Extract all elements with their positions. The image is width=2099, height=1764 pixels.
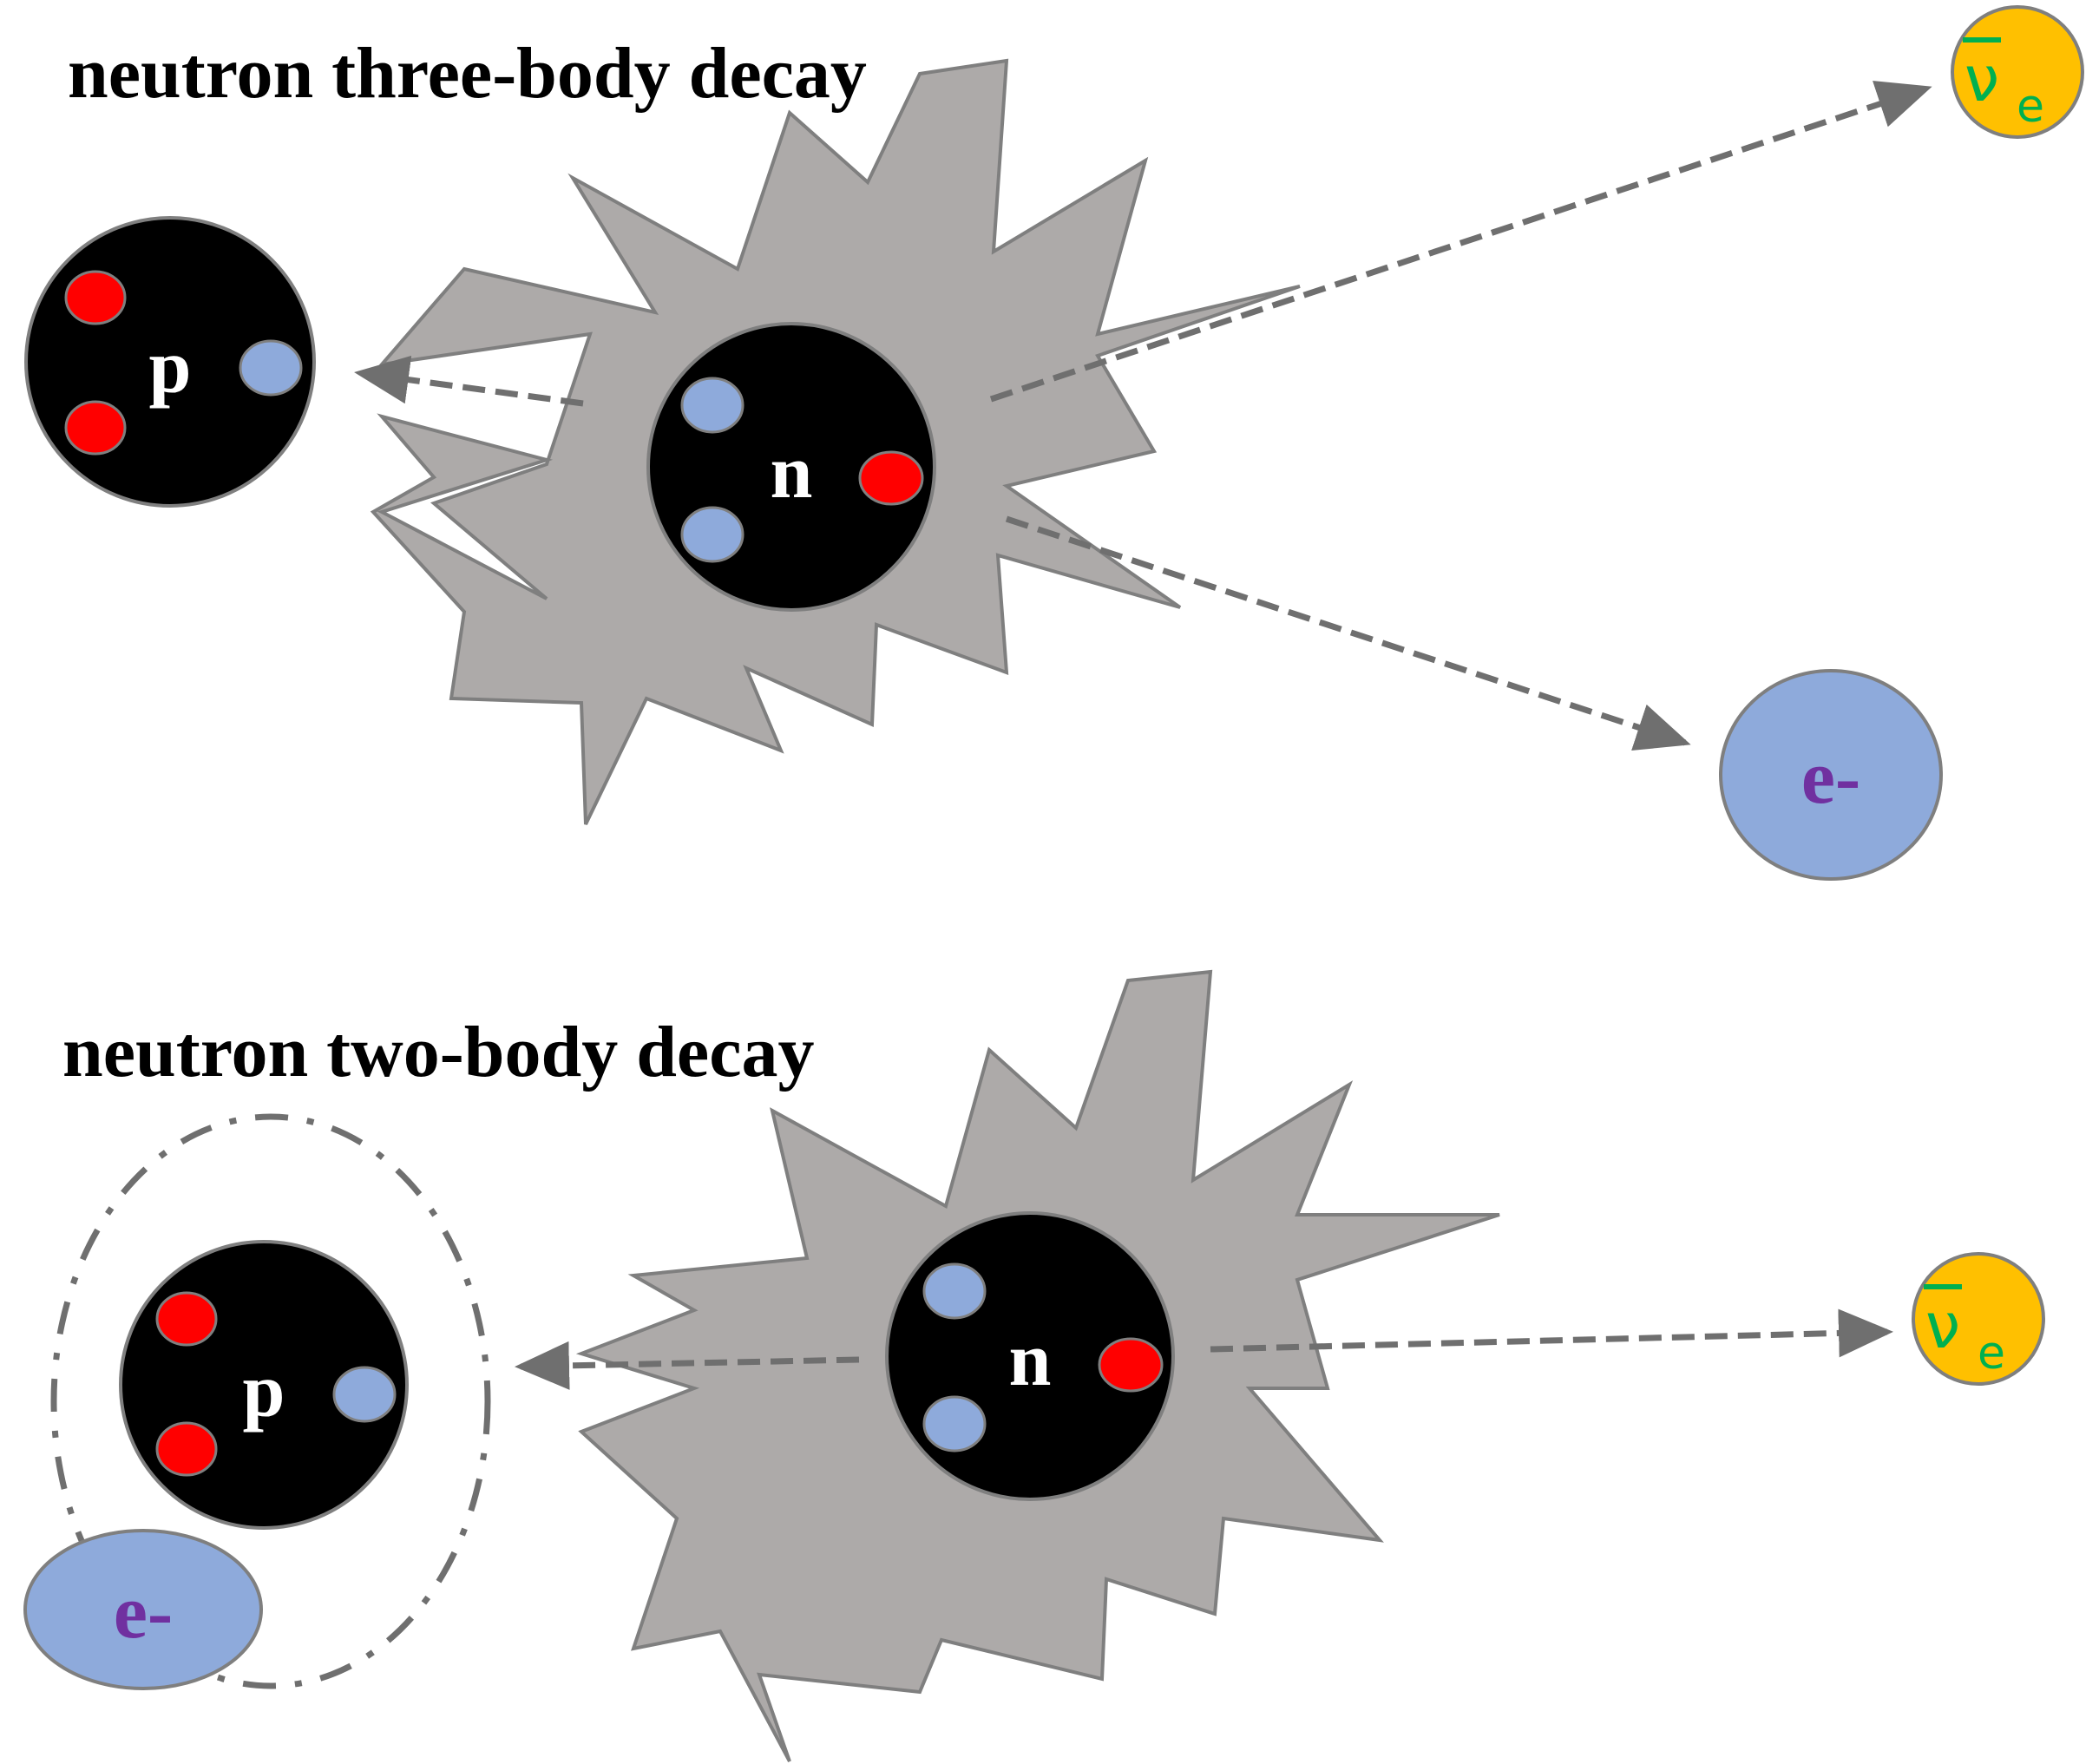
neutron-label: n [1009, 1318, 1052, 1402]
antineutrino-subscript: e [2017, 81, 2044, 133]
up-quark [64, 400, 127, 456]
proton-label: p [243, 1349, 285, 1433]
electron: e- [1719, 669, 1943, 881]
arrow-to-antineutrino [989, 81, 1932, 403]
down-quark [332, 1366, 397, 1423]
down-quark [922, 1262, 987, 1320]
arrow-to-proton [354, 355, 584, 407]
bound-state-boundary [50, 1113, 491, 1689]
up-quark [155, 1421, 218, 1477]
up-quark [64, 270, 127, 325]
up-quark [858, 450, 924, 506]
neutron: n [646, 322, 936, 612]
antineutrino-label: ν [1965, 43, 1999, 115]
down-quark [239, 339, 303, 397]
neutron-label: n [771, 430, 813, 515]
two-body-title: neutron two-body decay [62, 1012, 815, 1092]
arrow-to-antineutrino [1210, 1308, 1893, 1358]
electron-label: e- [1801, 736, 1860, 820]
three-body-panel: n p ν e e- neutron three-body decay [24, 5, 2084, 881]
down-quark [680, 506, 744, 563]
antineutrino-subscript: e [1978, 1328, 2005, 1380]
three-body-title: neutron three-body decay [68, 33, 867, 114]
up-quark [155, 1291, 218, 1347]
arrow-to-hydrogen [515, 1341, 860, 1390]
proton-label: p [149, 325, 192, 410]
two-body-panel: n p e- ν e neutron two-body decay [23, 969, 2045, 1762]
proton: p [119, 1240, 409, 1530]
electron-label: e- [114, 1571, 173, 1655]
antineutrino-label: ν [1925, 1289, 1960, 1362]
antineutrino: ν e [1951, 5, 2084, 139]
arrow-to-electron [1005, 515, 1691, 751]
down-quark [922, 1395, 987, 1453]
down-quark [680, 377, 744, 434]
electron: e- [23, 1529, 263, 1690]
proton: p [24, 216, 316, 508]
antineutrino: ν e [1912, 1252, 2045, 1386]
neutron: n [885, 1211, 1175, 1501]
up-quark [1098, 1337, 1164, 1393]
